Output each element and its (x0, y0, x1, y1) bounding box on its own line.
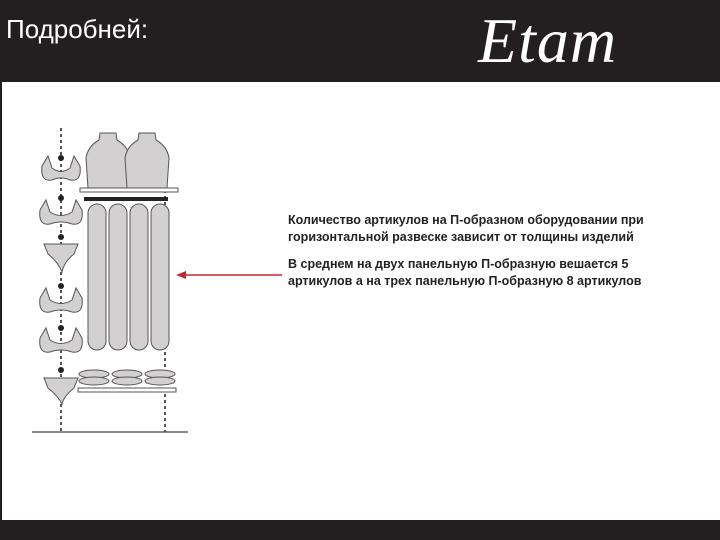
bra-icon (39, 326, 83, 353)
description-text: Количество артикулов на П-образном обору… (288, 212, 688, 300)
bra-icon (39, 198, 83, 225)
footer-bar (0, 520, 720, 540)
top-shelf (79, 187, 179, 193)
top-rail (84, 197, 168, 201)
folded-garment-icon (78, 369, 176, 386)
description-paragraph-1: Количество артикулов на П-образном обору… (288, 213, 644, 244)
etam-logo: Etam (478, 5, 618, 76)
bra-icon (41, 154, 81, 181)
panty-icon (43, 377, 79, 406)
bottom-shelf (77, 387, 177, 393)
header-bar: Подробней: Etam (0, 0, 720, 82)
hook-dots (58, 155, 64, 373)
arrow-icon (176, 271, 282, 279)
mannequin-icon (124, 132, 170, 189)
page-title: Подробней: (6, 14, 149, 44)
mannequin-icon (85, 132, 131, 189)
hanging-garments (87, 203, 170, 351)
bra-icon (39, 286, 83, 313)
description-paragraph-2: В среднем на двух панельную П-образную в… (288, 257, 642, 288)
panty-icon (43, 243, 79, 274)
